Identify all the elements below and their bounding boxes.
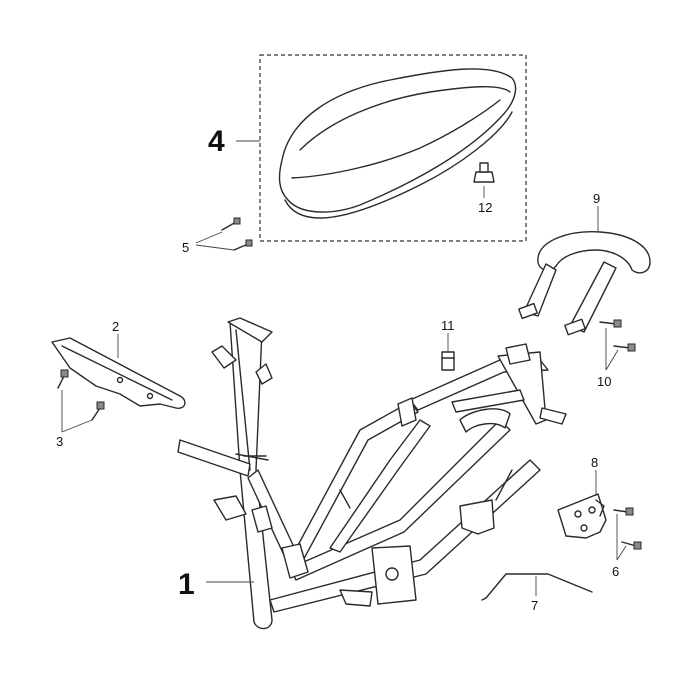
callout-9: 9 bbox=[593, 191, 600, 206]
callout-3: 3 bbox=[56, 434, 63, 449]
latch-screws bbox=[613, 507, 642, 550]
callout-7: 7 bbox=[531, 598, 538, 613]
seat bbox=[278, 68, 517, 219]
callout-2: 2 bbox=[112, 319, 119, 334]
main-frame bbox=[177, 317, 567, 630]
seat-group-dashed-box bbox=[259, 54, 527, 242]
callout-4: 4 bbox=[208, 125, 225, 158]
callout-8: 8 bbox=[591, 455, 598, 470]
support-bracket bbox=[51, 337, 186, 409]
callout-10: 10 bbox=[597, 374, 611, 389]
seat-bump-stop bbox=[473, 162, 495, 183]
bracket-screws bbox=[57, 369, 105, 421]
seat-screws bbox=[221, 217, 253, 251]
small-bracket bbox=[441, 351, 455, 371]
callout-6: 6 bbox=[612, 564, 619, 579]
rod bbox=[481, 573, 593, 601]
grab-handle-screws bbox=[599, 319, 636, 352]
rear-grab-handle bbox=[518, 231, 651, 336]
callout-11: 11 bbox=[441, 318, 455, 333]
callout-1: 1 bbox=[178, 568, 195, 601]
callout-5: 5 bbox=[182, 240, 189, 255]
latch-plate bbox=[557, 493, 607, 539]
callout-12: 12 bbox=[478, 200, 492, 215]
